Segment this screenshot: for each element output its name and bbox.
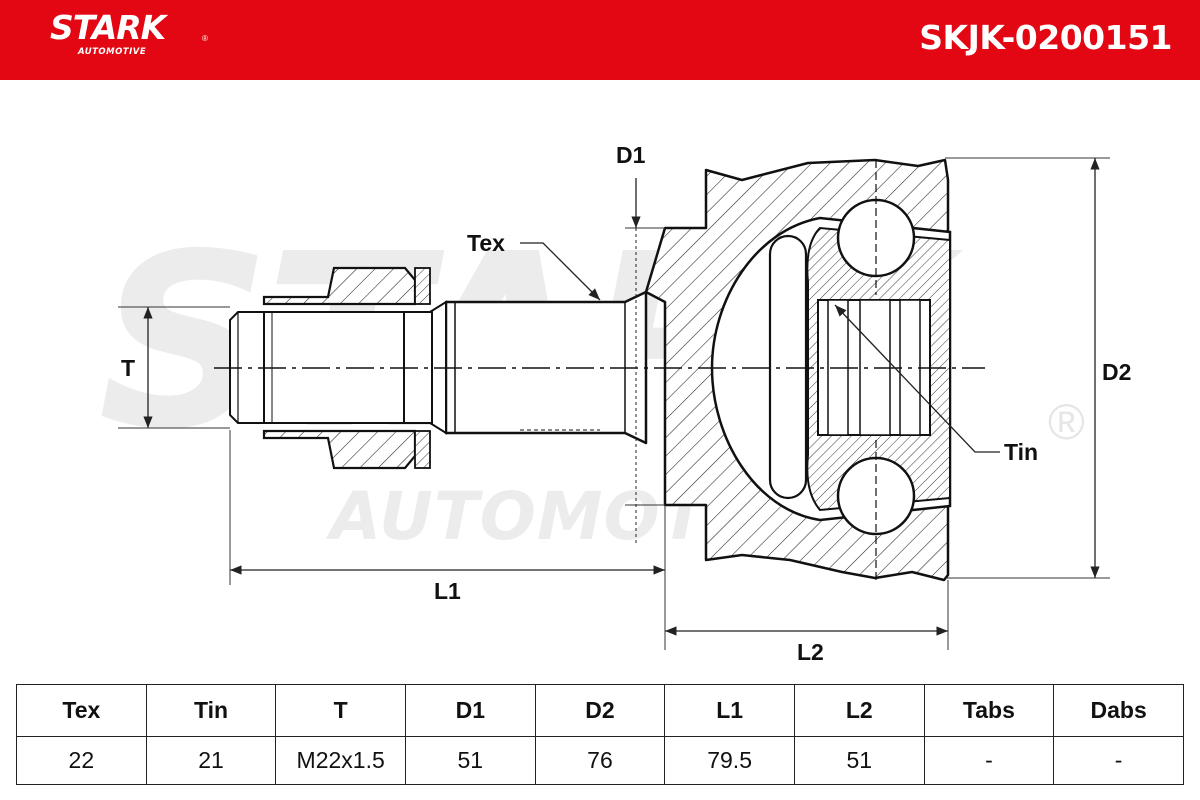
tin-leader (834, 304, 1000, 453)
cage-bar (768, 234, 808, 500)
spec-header-cell: L1 (664, 684, 795, 737)
axle-nut-top (262, 266, 417, 306)
spec-header-cell: D2 (534, 684, 666, 737)
part-number: SKJK-0200151 (919, 18, 1172, 57)
logo-brand-text: STARK (50, 8, 166, 47)
spec-value-cell: - (1053, 736, 1184, 785)
stark-logo: STARK AUTOMOTIVE ® (50, 8, 208, 58)
watermark-registered-mark: ® (1048, 394, 1085, 450)
spec-value-cell: 76 (534, 736, 666, 785)
label-l2: L2 (797, 639, 824, 665)
header-bar: STARK AUTOMOTIVE ® SKJK-0200151 (0, 0, 1200, 80)
spec-table: Tex Tin T D1 D2 L1 L2 Tabs Dabs 22 21 M2… (16, 684, 1184, 785)
spec-header-cell: Tex (16, 684, 147, 737)
axle-nut-bottom (262, 429, 417, 470)
spec-header-cell: D1 (404, 684, 536, 737)
spec-header-row: Tex Tin T D1 D2 L1 L2 Tabs Dabs (16, 684, 1184, 737)
spec-value-cell: 21 (145, 736, 277, 785)
logo-sub-text: AUTOMOTIVE (78, 47, 147, 57)
tex-leader (520, 242, 601, 301)
spec-header-cell: L2 (793, 684, 925, 737)
spec-value-cell: 22 (16, 736, 147, 785)
spec-value-row: 22 21 M22x1.5 51 76 79.5 51 - - (16, 736, 1184, 785)
cv-joint-drawing (118, 157, 1110, 650)
spec-value-cell: 79.5 (664, 736, 795, 785)
label-l1: L1 (434, 578, 461, 604)
spec-header-cell: Tin (145, 684, 277, 737)
label-tex: Tex (467, 230, 505, 256)
label-tin: Tin (1004, 439, 1039, 465)
spec-value-cell: M22x1.5 (275, 736, 406, 785)
spec-header-cell: T (275, 684, 406, 737)
label-d2: D2 (1102, 359, 1132, 385)
spec-header-cell: Tabs (923, 684, 1055, 737)
spec-value-cell: 51 (793, 736, 925, 785)
label-t: T (121, 355, 136, 381)
label-d1: D1 (616, 142, 646, 168)
logo-registered-mark: ® (202, 34, 208, 43)
spec-value-cell: - (923, 736, 1055, 785)
spec-value-cell: 51 (404, 736, 536, 785)
washer-top (414, 267, 431, 305)
washer-bottom (414, 430, 431, 469)
spec-header-cell: Dabs (1053, 684, 1184, 737)
